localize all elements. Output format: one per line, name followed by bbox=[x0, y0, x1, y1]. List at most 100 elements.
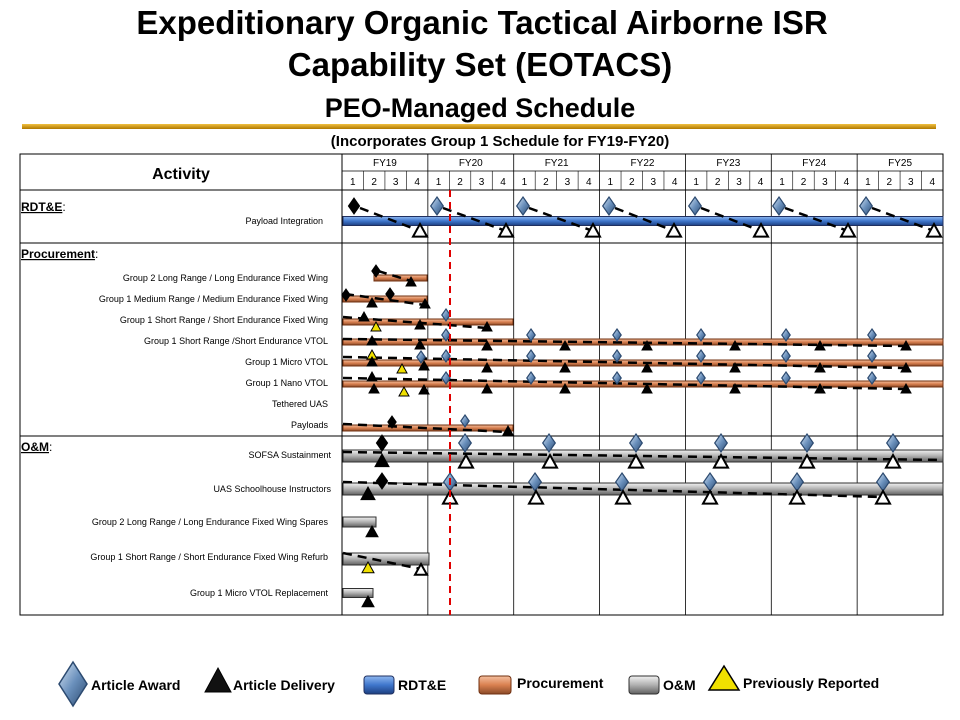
title-line-3: PEO-Managed Schedule bbox=[324, 93, 636, 123]
award-diamond-icon bbox=[687, 195, 703, 217]
triangle-icon bbox=[204, 666, 232, 693]
delivery-triangle-icon bbox=[729, 361, 741, 373]
delivery-triangle-icon bbox=[712, 452, 730, 469]
previous-triangle-icon bbox=[361, 560, 375, 574]
award-diamond-icon bbox=[612, 370, 622, 386]
quarter-label: 2 bbox=[887, 177, 893, 188]
award-diamond-icon bbox=[696, 327, 706, 343]
delivery-triangle-icon bbox=[641, 382, 653, 394]
om-bar bbox=[342, 516, 377, 528]
schedule-dash bbox=[614, 206, 675, 233]
delivery-triangle-icon bbox=[366, 334, 378, 346]
delivery-triangle-icon bbox=[374, 452, 390, 468]
delivery-triangle-icon bbox=[729, 382, 741, 394]
quarter-label: 3 bbox=[908, 177, 914, 188]
quarter-label: 3 bbox=[393, 177, 399, 188]
delivery-triangle-icon bbox=[527, 488, 545, 505]
award-diamond-icon bbox=[781, 348, 791, 364]
procurement-bar bbox=[342, 318, 514, 326]
row-label: Tethered UAS bbox=[272, 399, 328, 409]
previous-triangle-icon bbox=[370, 320, 382, 332]
quarter-label: 2 bbox=[715, 177, 721, 188]
rdte-bar bbox=[342, 216, 944, 226]
award-diamond-icon bbox=[375, 434, 389, 452]
delivery-triangle-icon bbox=[541, 452, 559, 469]
delivery-triangle-icon bbox=[559, 382, 571, 394]
delivery-triangle-icon bbox=[798, 452, 816, 469]
schedule-dash bbox=[342, 315, 488, 330]
award-diamond-icon bbox=[858, 195, 874, 217]
award-diamond-icon bbox=[799, 432, 815, 454]
fy-label: FY19 bbox=[373, 158, 397, 169]
delivery-triangle-icon bbox=[414, 338, 426, 350]
delivery-triangle-icon bbox=[360, 485, 376, 501]
delivery-triangle-icon bbox=[502, 424, 514, 436]
delivery-triangle-icon bbox=[900, 339, 912, 351]
award-diamond-icon bbox=[441, 307, 451, 323]
schedule-dash bbox=[342, 450, 944, 462]
legend-delivery-label: Article Delivery bbox=[233, 677, 335, 693]
award-diamond-icon bbox=[341, 288, 351, 302]
award-diamond-icon bbox=[781, 327, 791, 343]
delivery-triangle-icon bbox=[884, 452, 902, 469]
quarter-label: 1 bbox=[779, 177, 785, 188]
delivery-triangle-icon bbox=[419, 297, 431, 309]
title-line-1: Expeditionary Organic Tactical Airborne … bbox=[136, 4, 828, 41]
delivery-triangle-icon bbox=[358, 310, 370, 322]
delivery-triangle-icon bbox=[814, 361, 826, 373]
delivery-triangle-icon bbox=[413, 561, 429, 576]
quarter-label: 4 bbox=[586, 177, 592, 188]
row-label: Group 1 Short Range / Short Endurance Fi… bbox=[120, 315, 328, 325]
delivery-triangle-icon bbox=[627, 452, 645, 469]
schedule-dash bbox=[342, 355, 907, 370]
row-label: UAS Schoolhouse Instructors bbox=[213, 484, 331, 494]
award-diamond-icon bbox=[457, 432, 473, 454]
quarter-label: 2 bbox=[543, 177, 549, 188]
title-rule bbox=[22, 124, 936, 129]
subtitle: (Incorporates Group 1 Schedule for FY19-… bbox=[330, 133, 670, 150]
delivery-triangle-icon bbox=[641, 339, 653, 351]
award-diamond-icon bbox=[416, 349, 426, 365]
legend: Article Award Article Delivery RDT&E Pro… bbox=[58, 660, 879, 708]
award-diamond-icon bbox=[526, 327, 536, 343]
quarter-label: 3 bbox=[479, 177, 485, 188]
section-label: Procurement: bbox=[21, 247, 98, 261]
fy-label: FY21 bbox=[545, 158, 569, 169]
delivery-triangle-icon bbox=[366, 355, 378, 367]
delivery-triangle-icon bbox=[411, 221, 429, 238]
award-diamond-icon bbox=[601, 195, 617, 217]
section-label: O&M: bbox=[21, 440, 52, 454]
row-label: SOFSA Sustainment bbox=[248, 450, 331, 460]
quarter-label: 2 bbox=[371, 177, 377, 188]
delivery-triangle-icon bbox=[365, 524, 379, 538]
yellow-triangle-icon bbox=[707, 664, 741, 691]
quarter-label: 4 bbox=[929, 177, 935, 188]
quarter-label: 1 bbox=[522, 177, 528, 188]
schedule-dash bbox=[528, 206, 594, 233]
award-diamond-icon bbox=[347, 197, 361, 215]
award-diamond-icon bbox=[541, 432, 557, 454]
quarter-label: 3 bbox=[565, 177, 571, 188]
award-diamond-icon bbox=[441, 348, 451, 364]
award-diamond-icon bbox=[387, 415, 397, 429]
delivery-triangle-icon bbox=[752, 221, 770, 238]
award-diamond-icon bbox=[460, 413, 470, 429]
quarter-label: 1 bbox=[693, 177, 699, 188]
procurement-swatch-icon bbox=[478, 675, 512, 695]
schedule-dash bbox=[342, 376, 907, 391]
delivery-triangle-icon bbox=[414, 318, 426, 330]
award-diamond-icon bbox=[867, 348, 877, 364]
delivery-triangle-icon bbox=[497, 221, 515, 238]
quarter-label: 4 bbox=[414, 177, 420, 188]
delivery-triangle-icon bbox=[481, 361, 493, 373]
legend-rdte-label: RDT&E bbox=[398, 677, 446, 693]
award-diamond-icon bbox=[441, 327, 451, 343]
activity-header: Activity bbox=[152, 166, 210, 183]
delivery-triangle-icon bbox=[366, 370, 378, 382]
legend-om-label: O&M bbox=[663, 677, 696, 693]
row-label: Group 1 Micro VTOL Replacement bbox=[190, 588, 329, 598]
fy-label: FY25 bbox=[888, 158, 912, 169]
quarter-label: 4 bbox=[758, 177, 764, 188]
schedule-dash bbox=[871, 206, 935, 233]
row-label: Payloads bbox=[291, 420, 329, 430]
